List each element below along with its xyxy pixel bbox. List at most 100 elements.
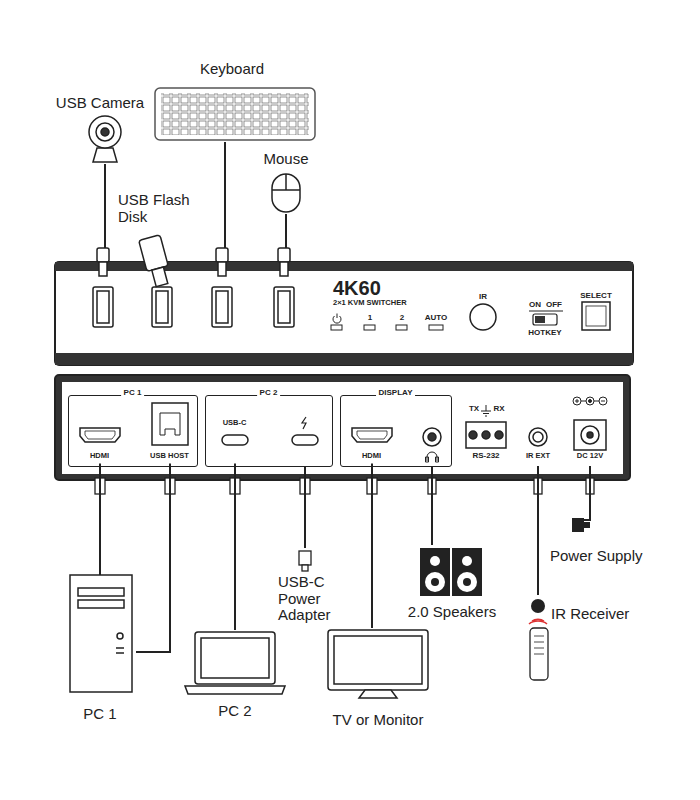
power-icon [337,314,338,319]
pc-tower [117,633,123,639]
ir-receiver-icon [529,619,547,624]
hotkey-switch [529,311,563,325]
select-button [582,302,610,330]
device: TV or Monitor [322,628,434,732]
usb-port [97,291,109,323]
section-heading: PC 1 [121,389,145,398]
ir-receiver-icon [530,628,548,680]
ir-ext-jack [529,428,547,446]
device-label: USB Flash Disk [118,192,208,225]
port: IR EXT [518,424,558,466]
device: Power Supply [546,512,654,574]
speaker-icon [420,548,482,596]
usb-port [156,291,168,323]
led [364,325,375,330]
front-panel [55,262,633,365]
usb-c-port [222,435,318,445]
speaker-icon [463,578,471,586]
usb-port [152,287,172,327]
hdmi-port [80,428,120,442]
usb-port [216,291,228,323]
dc-jack [581,426,599,444]
hotkey-switch [533,314,557,325]
product-name: 4K60 [333,277,381,299]
rear-panel [62,382,623,474]
camera-icon [101,128,109,136]
device-label: USB Camera [56,95,144,112]
port-group: PC 2USB-C [205,395,333,467]
dc-jack [587,432,593,438]
power-adapter-plug [299,551,311,565]
usb-b-port [160,413,180,435]
port-label: IR EXT [526,452,550,460]
led [429,325,443,330]
led [331,325,443,330]
usb-port [93,287,113,327]
power-adapter-plug [299,551,311,571]
headphone-icon [426,452,439,462]
device: PC 2 [182,630,290,722]
cable [285,214,287,248]
monitor-icon [359,690,397,698]
front-panel [55,353,633,365]
device-label: Keyboard [200,61,264,78]
monitor-icon [328,630,428,690]
ir-ext-jack [533,432,543,442]
flash-disk [139,235,173,288]
port-group: PC 1HDMIUSB HOST [68,395,198,467]
power-icon [333,314,341,324]
device-label: USB-C Power Adapter [278,574,342,624]
polarity-symbol [573,397,607,405]
panel-label: IR [479,293,487,302]
camera-icon [96,123,114,141]
cable [99,464,101,576]
power-supply-plug [572,512,590,532]
port: HDMI [350,424,394,464]
polarity-symbol [586,397,594,405]
usb-plug [97,248,109,262]
device-label: Power Supply [550,548,643,565]
port-label: HDMI [90,452,109,460]
device: Mouse [250,150,311,214]
cable [431,467,433,545]
front-panel [55,262,633,365]
cable [234,464,236,631]
panel-label: HOTKEY [528,329,561,338]
usb-c-port [292,435,318,445]
port-label: DC 12V [577,452,603,460]
monitor-icon [328,630,428,698]
laptop-icon [185,632,285,694]
panel-label: TX [469,405,479,414]
usb-b-port [152,403,188,445]
speaker-icon [457,572,477,592]
device: USB-C Power Adapter [270,548,344,633]
keyboard-icon [155,88,315,140]
cable [589,466,591,512]
polarity-symbol [589,400,592,403]
hotkey-switch [529,311,563,312]
cable [304,467,306,548]
device-label: PC 1 [83,706,116,723]
panel-label: ON [529,301,541,310]
usb-port [93,287,294,327]
usb-plug [280,262,288,276]
polarity-symbol [575,399,605,403]
dc-jack [574,420,606,450]
laptop-icon [185,686,285,694]
port: DC 12V [568,392,612,466]
pc-tower [116,648,124,653]
ir-window [470,304,496,330]
keyboard-icon [155,88,315,140]
flash-disk [139,235,169,272]
usb-plug [278,248,290,262]
led [331,325,342,330]
front-panel: 4K602×1 KVM SWITCHER [55,262,633,365]
ir-receiver-icon [534,636,544,654]
rear-panel [55,375,630,480]
cable [537,466,539,595]
speaker-icon [420,548,450,596]
section-heading: PC 2 [257,389,281,398]
